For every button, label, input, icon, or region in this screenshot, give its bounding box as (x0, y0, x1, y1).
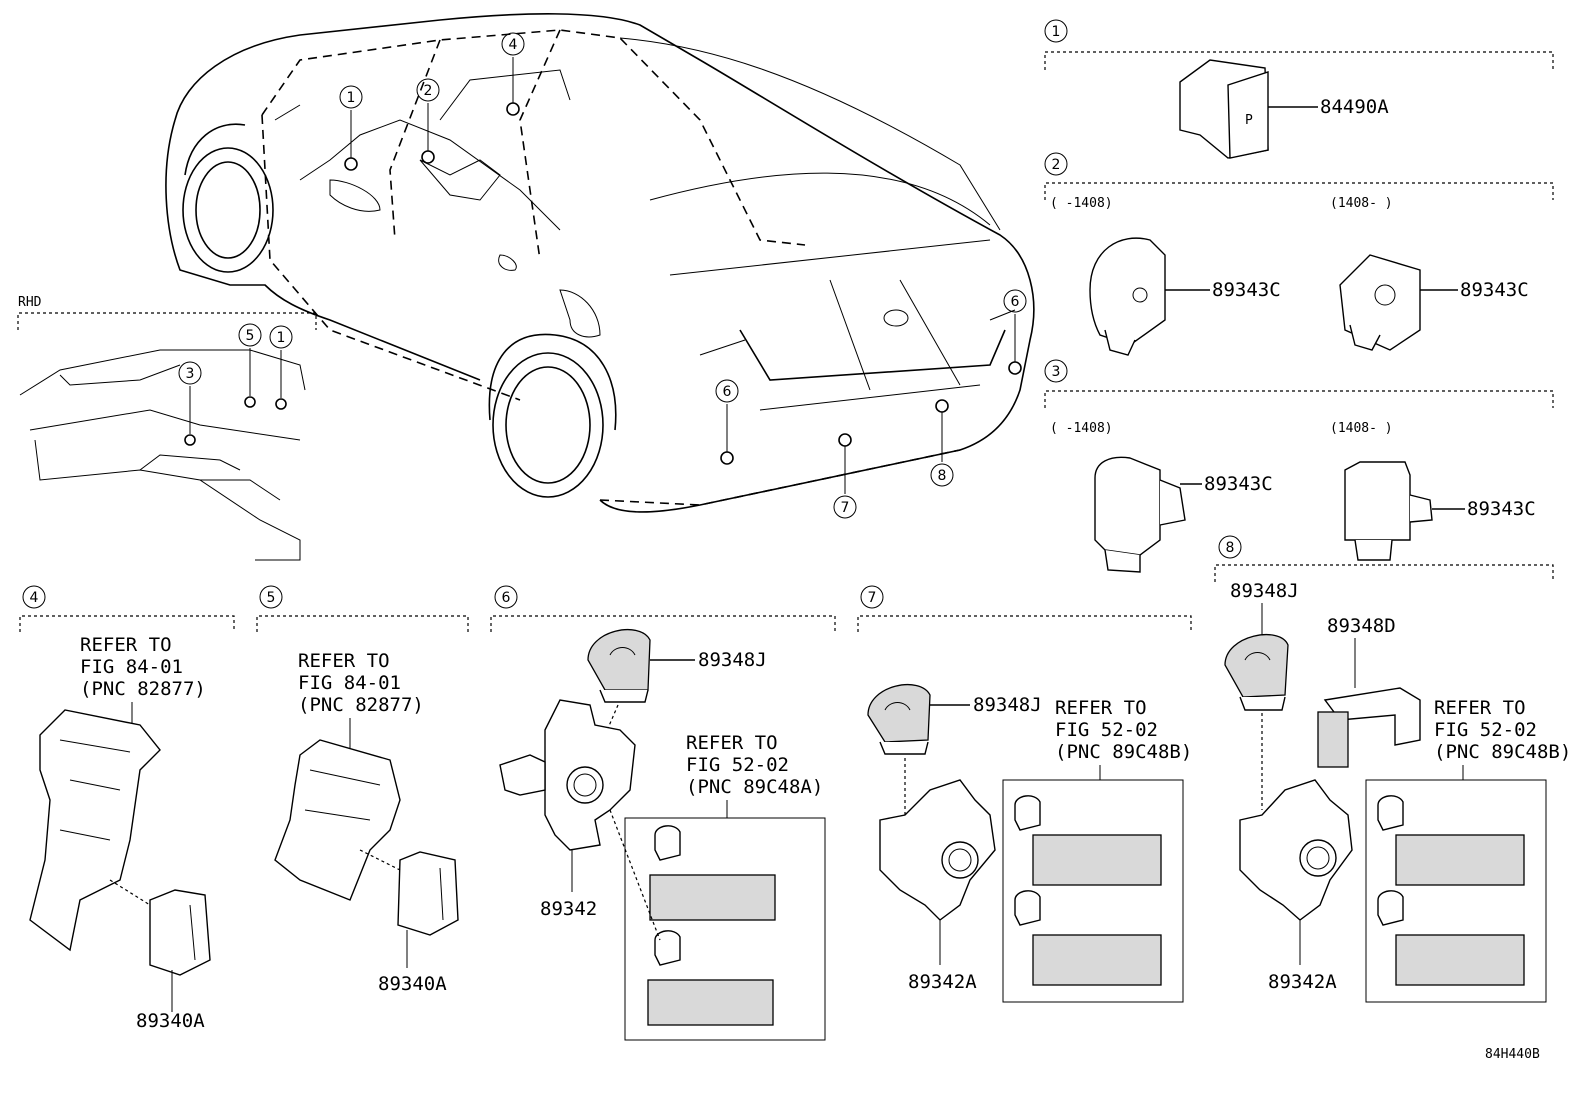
s3-range-a: ( -1408) (1050, 421, 1113, 436)
part-89342-s6: 89342 (540, 898, 597, 920)
section-6: 6 89348J 89342 REFER TO FIG 52-02 (PNC 8… (490, 585, 836, 1041)
s6-refer-2: FIG 52-02 (686, 754, 789, 776)
section-7-number: 7 (868, 590, 877, 606)
section-1-number: 1 (1052, 24, 1061, 40)
section-3: 3 ( -1408) (1408- ) 89343C 89343C (1044, 359, 1554, 573)
rhd-callout-5: 5 (246, 328, 255, 344)
part-89342A-s7: 89342A (908, 971, 977, 993)
s4-refer-3: (PNC 82877) (80, 678, 206, 700)
s6-refer-box (624, 817, 826, 1041)
s5-refer-1: REFER TO (298, 650, 390, 672)
section-4: 4 REFER TO FIG 84-01 (PNC 82877) 89340A (19, 585, 235, 1032)
section-5-number: 5 (267, 590, 276, 606)
s8-refer-2: FIG 52-02 (1434, 719, 1537, 741)
callout-2: 2 (424, 83, 433, 99)
s6-refer-1: REFER TO (686, 732, 778, 754)
callout-7: 7 (841, 500, 850, 516)
s4-refer-2: FIG 84-01 (80, 656, 183, 678)
section-6-number: 6 (502, 590, 511, 606)
part-89340A-s4: 89340A (136, 1010, 205, 1032)
section-4-number: 4 (30, 590, 39, 606)
callout-6a: 6 (723, 384, 732, 400)
section-2: 2 ( -1408) (1408- ) 89343C 89343C (1044, 152, 1554, 356)
part-89348D-s8: 89348D (1327, 615, 1396, 637)
s4-refer-1: REFER TO (80, 634, 172, 656)
s8-refer-1: REFER TO (1434, 697, 1526, 719)
s2-range-a: ( -1408) (1050, 196, 1113, 211)
s7-refer-3: (PNC 89C48B) (1055, 741, 1192, 763)
callout-1: 1 (347, 90, 356, 106)
s8-refer-box (1365, 779, 1547, 1003)
s5-refer-2: FIG 84-01 (298, 672, 401, 694)
rhd-callout-3: 3 (186, 366, 195, 382)
car-illustration (165, 13, 1035, 513)
section-5: 5 REFER TO FIG 84-01 (PNC 82877) 89340A (256, 585, 469, 995)
section-2-number: 2 (1052, 157, 1061, 173)
section-8-number: 8 (1226, 540, 1235, 556)
rhd-callout-1: 1 (277, 330, 286, 346)
car-sensor-points (344, 57, 1022, 494)
part-89343C-s3b: 89343C (1467, 498, 1536, 520)
section-7: 7 89348J 89342A REFER TO FIG 52-02 (PNC … (857, 585, 1192, 1003)
callout-6b: 6 (1011, 294, 1020, 310)
part-89343C-s2b: 89343C (1460, 279, 1529, 301)
s5-refer-3: (PNC 82877) (298, 694, 424, 716)
part-89343C-s2a: 89343C (1212, 279, 1281, 301)
callout-4: 4 (509, 37, 518, 53)
part-89343C-s3a: 89343C (1204, 473, 1273, 495)
s3-range-b: (1408- ) (1330, 421, 1393, 436)
part-89342A-s8: 89342A (1268, 971, 1337, 993)
part-89348J-s7: 89348J (973, 694, 1042, 716)
p-switch-icon: P (1245, 113, 1253, 128)
s2-range-b: (1408- ) (1330, 196, 1393, 211)
part-89340A-s5: 89340A (378, 973, 447, 995)
part-84490A: 84490A (1320, 96, 1389, 118)
s7-refer-box (1002, 779, 1184, 1003)
rhd-inset: RHD 3 5 1 (17, 295, 317, 561)
section-3-number: 3 (1052, 364, 1061, 380)
part-89348J-s8: 89348J (1230, 580, 1299, 602)
section-1: 1 P 84490A (1044, 19, 1554, 159)
rhd-label: RHD (18, 295, 42, 310)
s7-refer-2: FIG 52-02 (1055, 719, 1158, 741)
callout-8: 8 (938, 468, 947, 484)
s6-refer-3: (PNC 89C48A) (686, 776, 823, 798)
figure-code: 84H440B (1485, 1047, 1540, 1062)
car-callouts: 1 2 4 6 7 8 6 (339, 32, 1027, 519)
s8-refer-3: (PNC 89C48B) (1434, 741, 1571, 763)
part-89348J-s6: 89348J (698, 649, 767, 671)
s7-refer-1: REFER TO (1055, 697, 1147, 719)
section-8: 8 89348J 89348D 89342A REFER TO FIG 52-0… (1214, 535, 1571, 1003)
